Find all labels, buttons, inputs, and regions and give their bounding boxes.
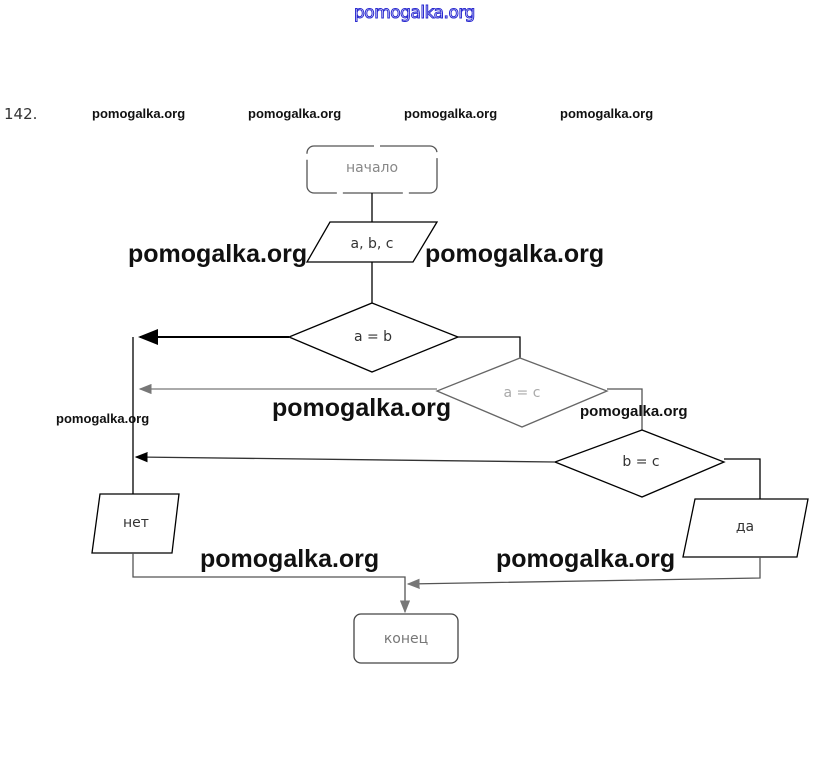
watermark: pomogalka.org bbox=[560, 106, 654, 121]
watermark: pomogalka.org bbox=[404, 106, 498, 121]
output-yes-parallelogram bbox=[682, 498, 809, 558]
cond3-label: b = c bbox=[622, 454, 659, 470]
cond1-label: a = b bbox=[354, 329, 392, 345]
watermark: pomogalka.org bbox=[128, 240, 308, 268]
end-terminal bbox=[353, 613, 459, 664]
task-number: 142. bbox=[4, 105, 38, 123]
decision-a-eq-b bbox=[287, 302, 460, 373]
watermark: pomogalka.org bbox=[496, 545, 676, 573]
watermark: pomogalka.org bbox=[580, 403, 688, 420]
end-label: конец bbox=[384, 631, 428, 647]
input-parallelogram bbox=[305, 221, 439, 263]
output-no-parallelogram bbox=[91, 493, 180, 554]
watermark: pomogalka.org bbox=[272, 394, 452, 422]
yes-label: да bbox=[736, 519, 754, 535]
decision-a-eq-c bbox=[435, 357, 609, 428]
no-label: нет bbox=[123, 515, 149, 531]
cond2-label: a = c bbox=[504, 385, 541, 401]
site-watermark-top[interactable]: pomogalka.org bbox=[354, 3, 476, 24]
start-label: начало bbox=[346, 160, 398, 176]
watermark: pomogalka.org bbox=[425, 240, 605, 268]
watermark: pomogalka.org bbox=[92, 106, 186, 121]
watermark: pomogalka.org bbox=[56, 411, 150, 426]
watermark: pomogalka.org bbox=[248, 106, 342, 121]
watermark: pomogalka.org bbox=[200, 545, 380, 573]
decision-b-eq-c bbox=[553, 429, 726, 498]
input-label: a, b, c bbox=[351, 236, 394, 252]
